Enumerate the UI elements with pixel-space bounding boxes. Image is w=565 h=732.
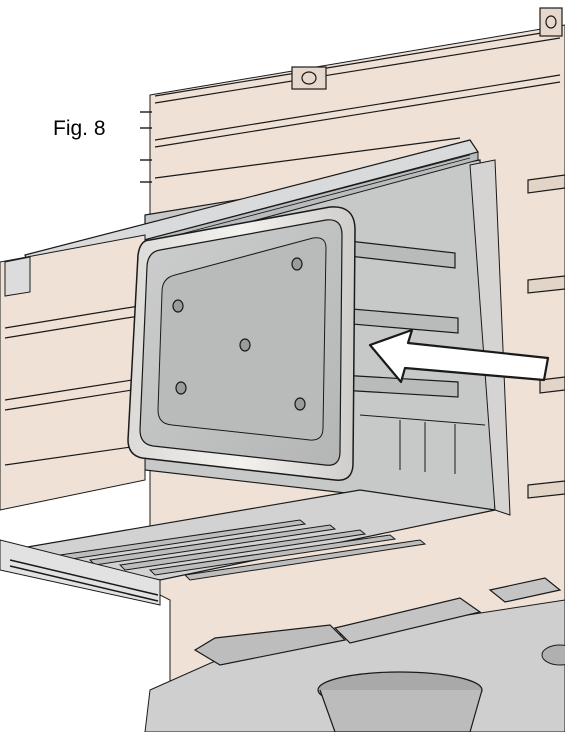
insertion-arrow-icon [368, 328, 550, 384]
base-structure [144, 577, 565, 732]
removable-door-panel [127, 206, 356, 481]
screw-hole-icon [172, 257, 306, 411]
left-cabinet-body [0, 234, 146, 511]
figure-label: Fig. 8 [53, 117, 106, 140]
base-cup [317, 671, 483, 732]
interior-rails [339, 239, 459, 398]
drawer-floor [0, 489, 496, 606]
wall-slots [527, 174, 565, 499]
top-bracket [291, 7, 563, 90]
